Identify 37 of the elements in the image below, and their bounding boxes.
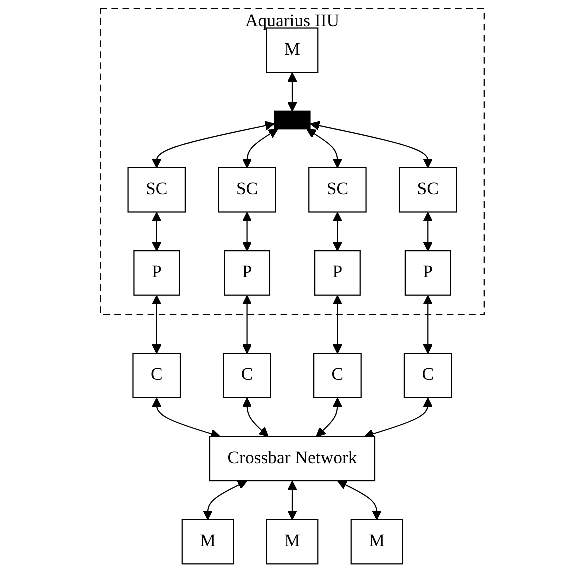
arrow	[242, 398, 269, 438]
node-box: SC	[128, 167, 186, 213]
arrow	[364, 398, 433, 439]
node-box: P	[314, 250, 361, 296]
arrow	[310, 121, 433, 168]
arrow	[306, 128, 343, 168]
arrow	[338, 480, 382, 520]
arrow	[242, 295, 252, 354]
node-box: C	[132, 353, 182, 398]
node-box: Crossbar Network	[209, 436, 376, 482]
node-box: SC	[218, 167, 276, 213]
node-box: C	[223, 353, 272, 398]
arrow	[152, 295, 162, 354]
node-box: M	[266, 519, 319, 565]
arrow	[332, 295, 343, 354]
arrow	[316, 398, 343, 438]
node-box: P	[224, 250, 271, 296]
node-box: M	[266, 28, 319, 74]
node-bar	[274, 110, 311, 130]
node-box: P	[404, 250, 452, 296]
arrow	[152, 212, 162, 252]
arrow	[288, 481, 298, 520]
node-box: SC	[308, 167, 367, 213]
arrow	[242, 128, 278, 168]
arrow	[242, 212, 252, 252]
arrow	[152, 121, 275, 168]
node-box: P	[134, 250, 180, 296]
node-box: M	[350, 519, 404, 565]
node-box: C	[404, 353, 452, 398]
node-box: M	[182, 519, 234, 565]
arrow	[423, 212, 433, 252]
node-box: SC	[398, 167, 458, 213]
arrow	[423, 295, 433, 354]
node-box: C	[314, 353, 362, 398]
arrow	[332, 212, 343, 252]
arrow	[203, 480, 248, 520]
arrow	[288, 72, 298, 112]
